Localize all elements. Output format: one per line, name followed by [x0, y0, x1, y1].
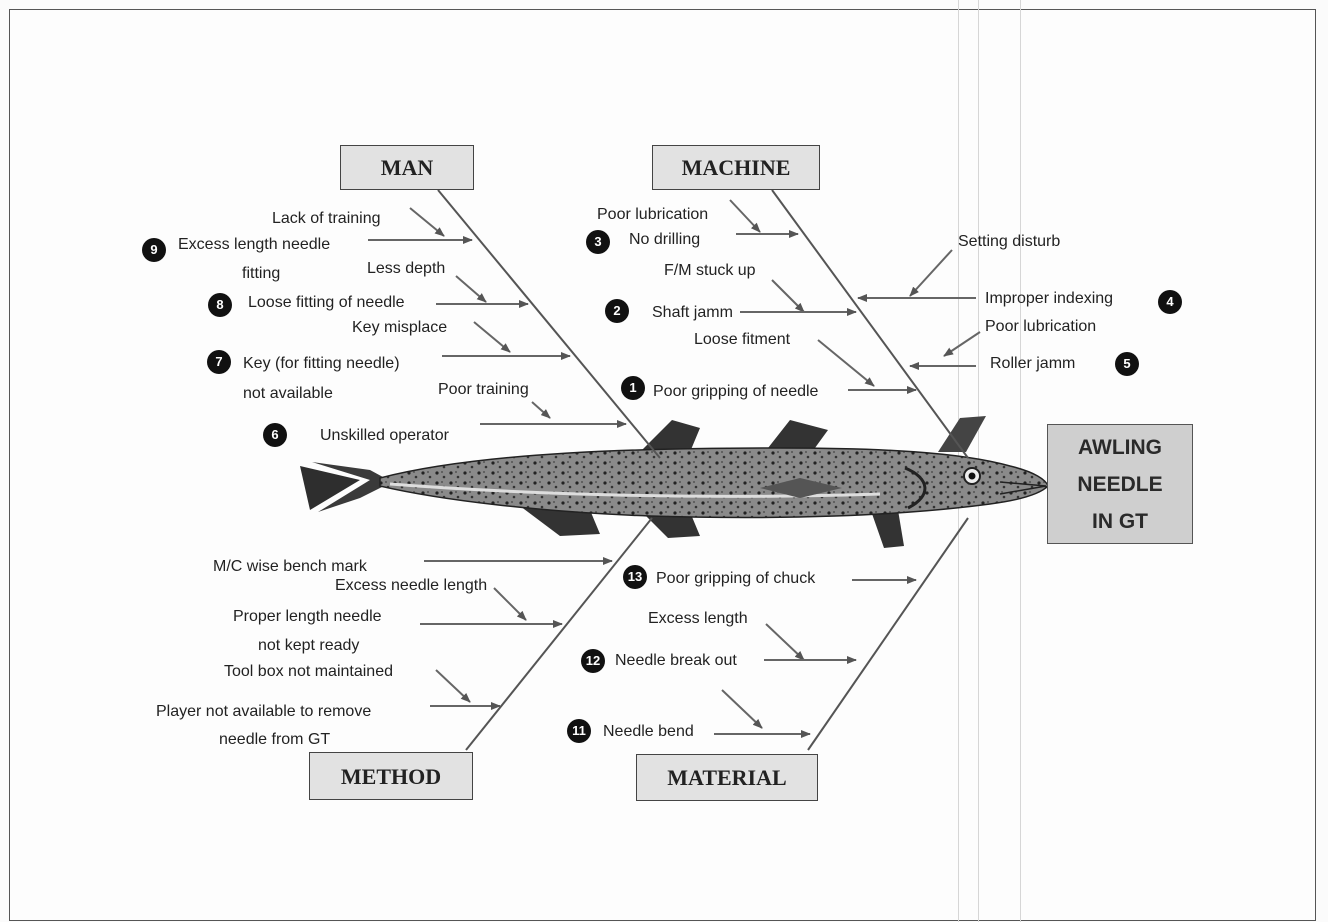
number-badge: 8	[208, 293, 232, 317]
number-badge: 6	[263, 423, 287, 447]
number-badge: 4	[1158, 290, 1182, 314]
cause-label: Poor lubrication	[597, 206, 708, 224]
number-badge: 2	[605, 299, 629, 323]
cause-label: Lack of training	[272, 210, 381, 228]
cause-label: Key misplace	[352, 319, 447, 337]
cause-label: Excess needle length	[335, 577, 487, 595]
cause-label: Tool box not maintained	[224, 663, 393, 681]
cause-label: Proper length needle	[233, 608, 382, 626]
category-machine: MACHINE	[652, 145, 820, 190]
cause-label: Key (for fitting needle)	[243, 355, 400, 373]
category-material: MATERIAL	[636, 754, 818, 801]
number-badge: 12	[581, 649, 605, 673]
number-badge: 1	[621, 376, 645, 400]
number-badge: 9	[142, 238, 166, 262]
number-badge: 5	[1115, 352, 1139, 376]
cause-label: Poor lubrication	[985, 318, 1096, 336]
effect-box: AWLING NEEDLE IN GT	[1047, 424, 1193, 544]
effect-line: NEEDLE	[1048, 466, 1192, 503]
cause-label: F/M stuck up	[664, 262, 756, 280]
cause-label: Less depth	[367, 260, 445, 278]
cause-label: Excess length	[648, 610, 748, 628]
number-badge: 3	[586, 230, 610, 254]
cause-label: Player not available to remove	[156, 703, 371, 721]
cause-label: Needle break out	[615, 652, 737, 670]
cause-label: Poor gripping of chuck	[656, 570, 815, 588]
cause-label: Improper indexing	[985, 290, 1113, 308]
cause-label: not available	[243, 385, 333, 403]
cause-label: Loose fitment	[694, 331, 790, 349]
cause-label: Roller jamm	[990, 355, 1075, 373]
cause-label: Poor gripping of needle	[653, 383, 818, 401]
cause-label: needle from GT	[219, 731, 330, 749]
cause-label: No drilling	[629, 231, 700, 249]
category-method: METHOD	[309, 752, 473, 800]
cause-label: Loose fitting of needle	[248, 294, 405, 312]
cause-label: fitting	[242, 265, 280, 283]
cause-label: Excess length needle	[178, 236, 330, 254]
cause-label: Unskilled operator	[320, 427, 449, 445]
number-badge: 13	[623, 565, 647, 589]
number-badge: 7	[207, 350, 231, 374]
cause-label: Setting disturb	[958, 233, 1060, 251]
cause-label: M/C wise bench mark	[213, 558, 367, 576]
effect-line: IN GT	[1048, 503, 1192, 540]
category-man: MAN	[340, 145, 474, 190]
number-badge: 11	[567, 719, 591, 743]
cause-label: Needle bend	[603, 723, 694, 741]
effect-line: AWLING	[1048, 429, 1192, 466]
cause-label: not kept ready	[258, 637, 359, 655]
cause-label: Shaft jamm	[652, 304, 733, 322]
cause-label: Poor training	[438, 381, 529, 399]
